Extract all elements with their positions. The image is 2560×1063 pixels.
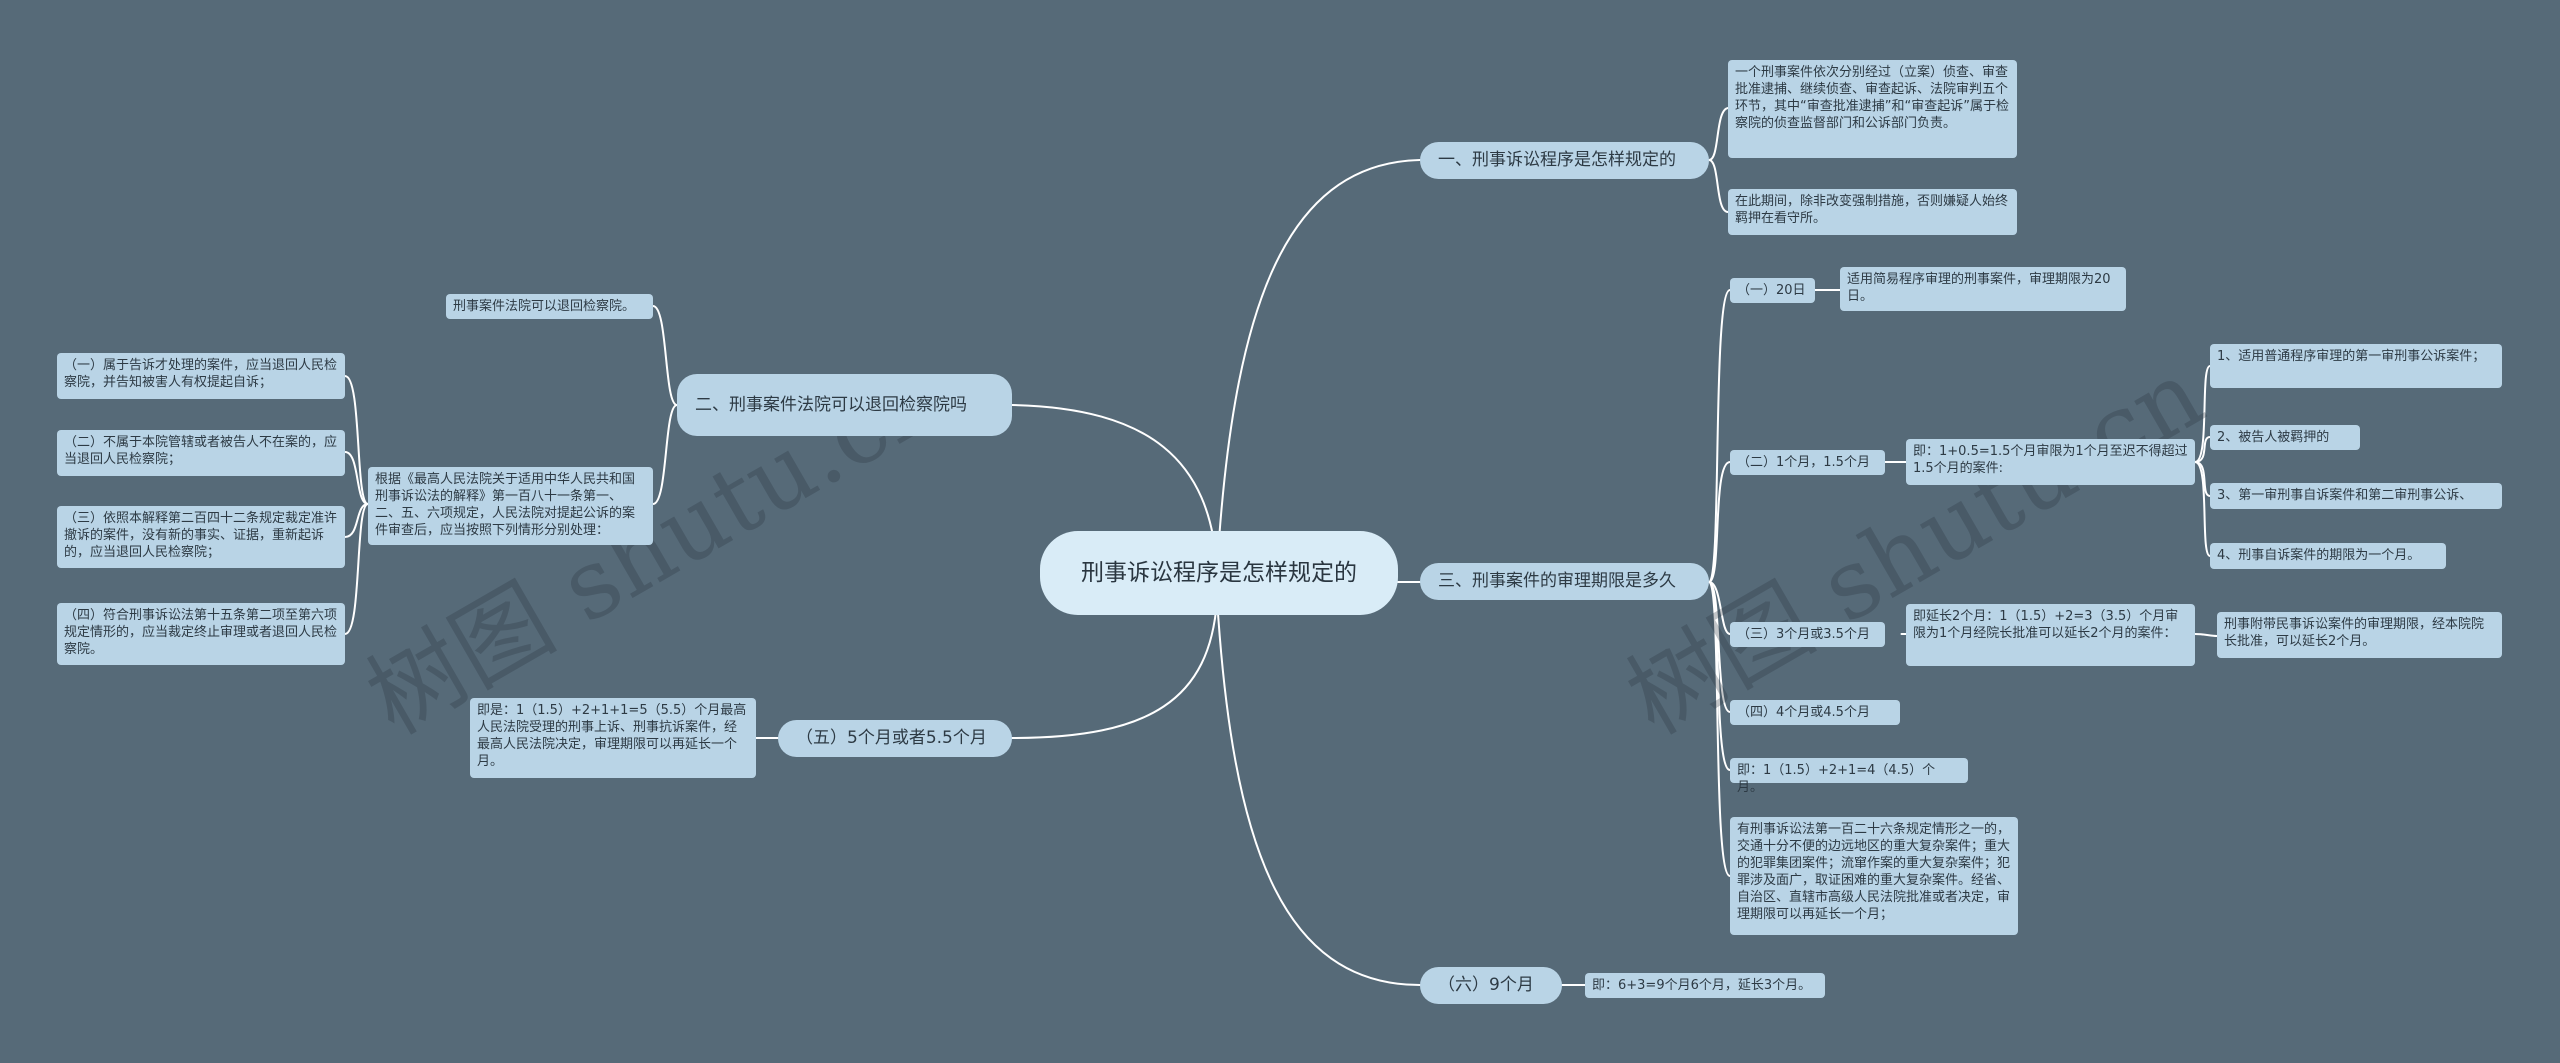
leaf-3-months: 即延长2个月：1（1.5）+2=3（3.5）个月审限为1个月经院长批准可以延长2… xyxy=(1906,604,2195,666)
period-3-months[interactable]: （三）3个月或3.5个月 xyxy=(1730,622,1885,647)
item-return-3: （三）依照本解释第二百四十二条规定裁定准许撤诉的案件，没有新的事实、证据，重新起… xyxy=(57,506,345,568)
item-return-4: （四）符合刑事诉讼法第十五条第二项至第六项规定情形的，应当裁定终止审理或者退回人… xyxy=(57,603,345,665)
leaf-20-days: 适用简易程序审理的刑事案件，审理期限为20日。 xyxy=(1840,267,2126,311)
link-b3-c5 xyxy=(1708,581,1731,771)
link-b2-l1 xyxy=(652,305,678,406)
link-root-b2 xyxy=(1011,404,1218,569)
link-b3-c1 xyxy=(1708,289,1731,583)
leaf-5-months: 即是：1（1.5）+2+1+1=5（5.5）个月最高人民法院受理的刑事上诉、刑事… xyxy=(470,698,756,778)
link-root-b6 xyxy=(1216,597,1421,986)
link-b3-c6 xyxy=(1708,581,1731,877)
item-3-months: 刑事附带民事诉讼案件的审理期限，经本院院长批准，可以延长2个月。 xyxy=(2217,612,2502,658)
link-c3-item xyxy=(2194,633,2218,637)
link-c2-item2 xyxy=(2194,436,2211,463)
leaf-return-legal-basis: 根据《最高人民法院关于适用中华人民共和国刑事诉讼法的解释》第一百八十一条第一、二… xyxy=(368,467,653,545)
item-1-month-4: 4、刑事自诉案件的期限为一个月。 xyxy=(2210,543,2446,569)
branch-9-months[interactable]: （六）9个月 xyxy=(1420,967,1562,1004)
link-l2-i1 xyxy=(344,375,369,505)
link-root-b1 xyxy=(1216,159,1421,571)
item-return-1: （一）属于告诉才处理的案件，应当退回人民检察院，并告知被害人有权提起自诉； xyxy=(57,353,345,399)
link-l2-i4 xyxy=(344,503,369,635)
item-1-month-2: 2、被告人被羁押的 xyxy=(2210,425,2360,450)
leaf-1-month: 即：1+0.5=1.5个月审限为1个月至迟不得超过1.5个月的案件: xyxy=(1906,439,2195,485)
branch-trial-period[interactable]: 三、刑事案件的审理期限是多久 xyxy=(1420,563,1709,600)
leaf-return-allowed: 刑事案件法院可以退回检察院。 xyxy=(446,294,653,319)
link-c2-item1 xyxy=(2194,365,2211,463)
root-topic[interactable]: 刑事诉讼程序是怎样规定的 xyxy=(1040,531,1398,615)
period-extension-rules[interactable]: 有刑事诉讼法第一百二十六条规定情形之一的，交通十分不便的边远地区的重大复杂案件；… xyxy=(1730,817,2018,935)
leaf-procedure-steps: 一个刑事案件依次分别经过（立案）侦查、审查批准逮捕、继续侦查、审查起诉、法院审判… xyxy=(1728,60,2017,158)
period-4-months-formula[interactable]: 即：1（1.5）+2+1=4（4.5）个月。 xyxy=(1730,758,1968,795)
link-c2-item4 xyxy=(2194,461,2211,557)
branch-return-case[interactable]: 二、刑事案件法院可以退回检察院吗 xyxy=(677,374,1012,436)
branch-5-months[interactable]: （五）5个月或者5.5个月 xyxy=(778,720,1012,757)
link-root-b5 xyxy=(1011,599,1218,739)
period-20-days[interactable]: （一）20日 xyxy=(1730,278,1815,303)
period-4-months[interactable]: （四）4个月或4.5个月 xyxy=(1730,700,1900,725)
leaf-9-months: 即：6+3=9个月6个月，延长3个月。 xyxy=(1585,973,1825,998)
link-b1-l2 xyxy=(1708,159,1729,213)
period-1-month[interactable]: （二）1个月，1.5个月 xyxy=(1730,450,1885,475)
link-l2-i2 xyxy=(344,451,369,505)
item-1-month-1: 1、适用普通程序审理的第一审刑事公诉案件； xyxy=(2210,344,2502,388)
leaf-procedure-detention: 在此期间，除非改变强制措施，否则嫌疑人始终羁押在看守所。 xyxy=(1728,189,2017,235)
link-b3-c2 xyxy=(1708,461,1731,583)
link-b1-l1 xyxy=(1708,107,1729,161)
link-b2-l2 xyxy=(652,404,678,505)
item-return-2: （二）不属于本院管辖或者被告人不在案的，应当退回人民检察院； xyxy=(57,430,345,476)
item-1-month-3: 3、第一审刑事自诉案件和第二审刑事公诉、 xyxy=(2210,483,2502,509)
branch-procedure[interactable]: 一、刑事诉讼程序是怎样规定的 xyxy=(1420,142,1709,179)
